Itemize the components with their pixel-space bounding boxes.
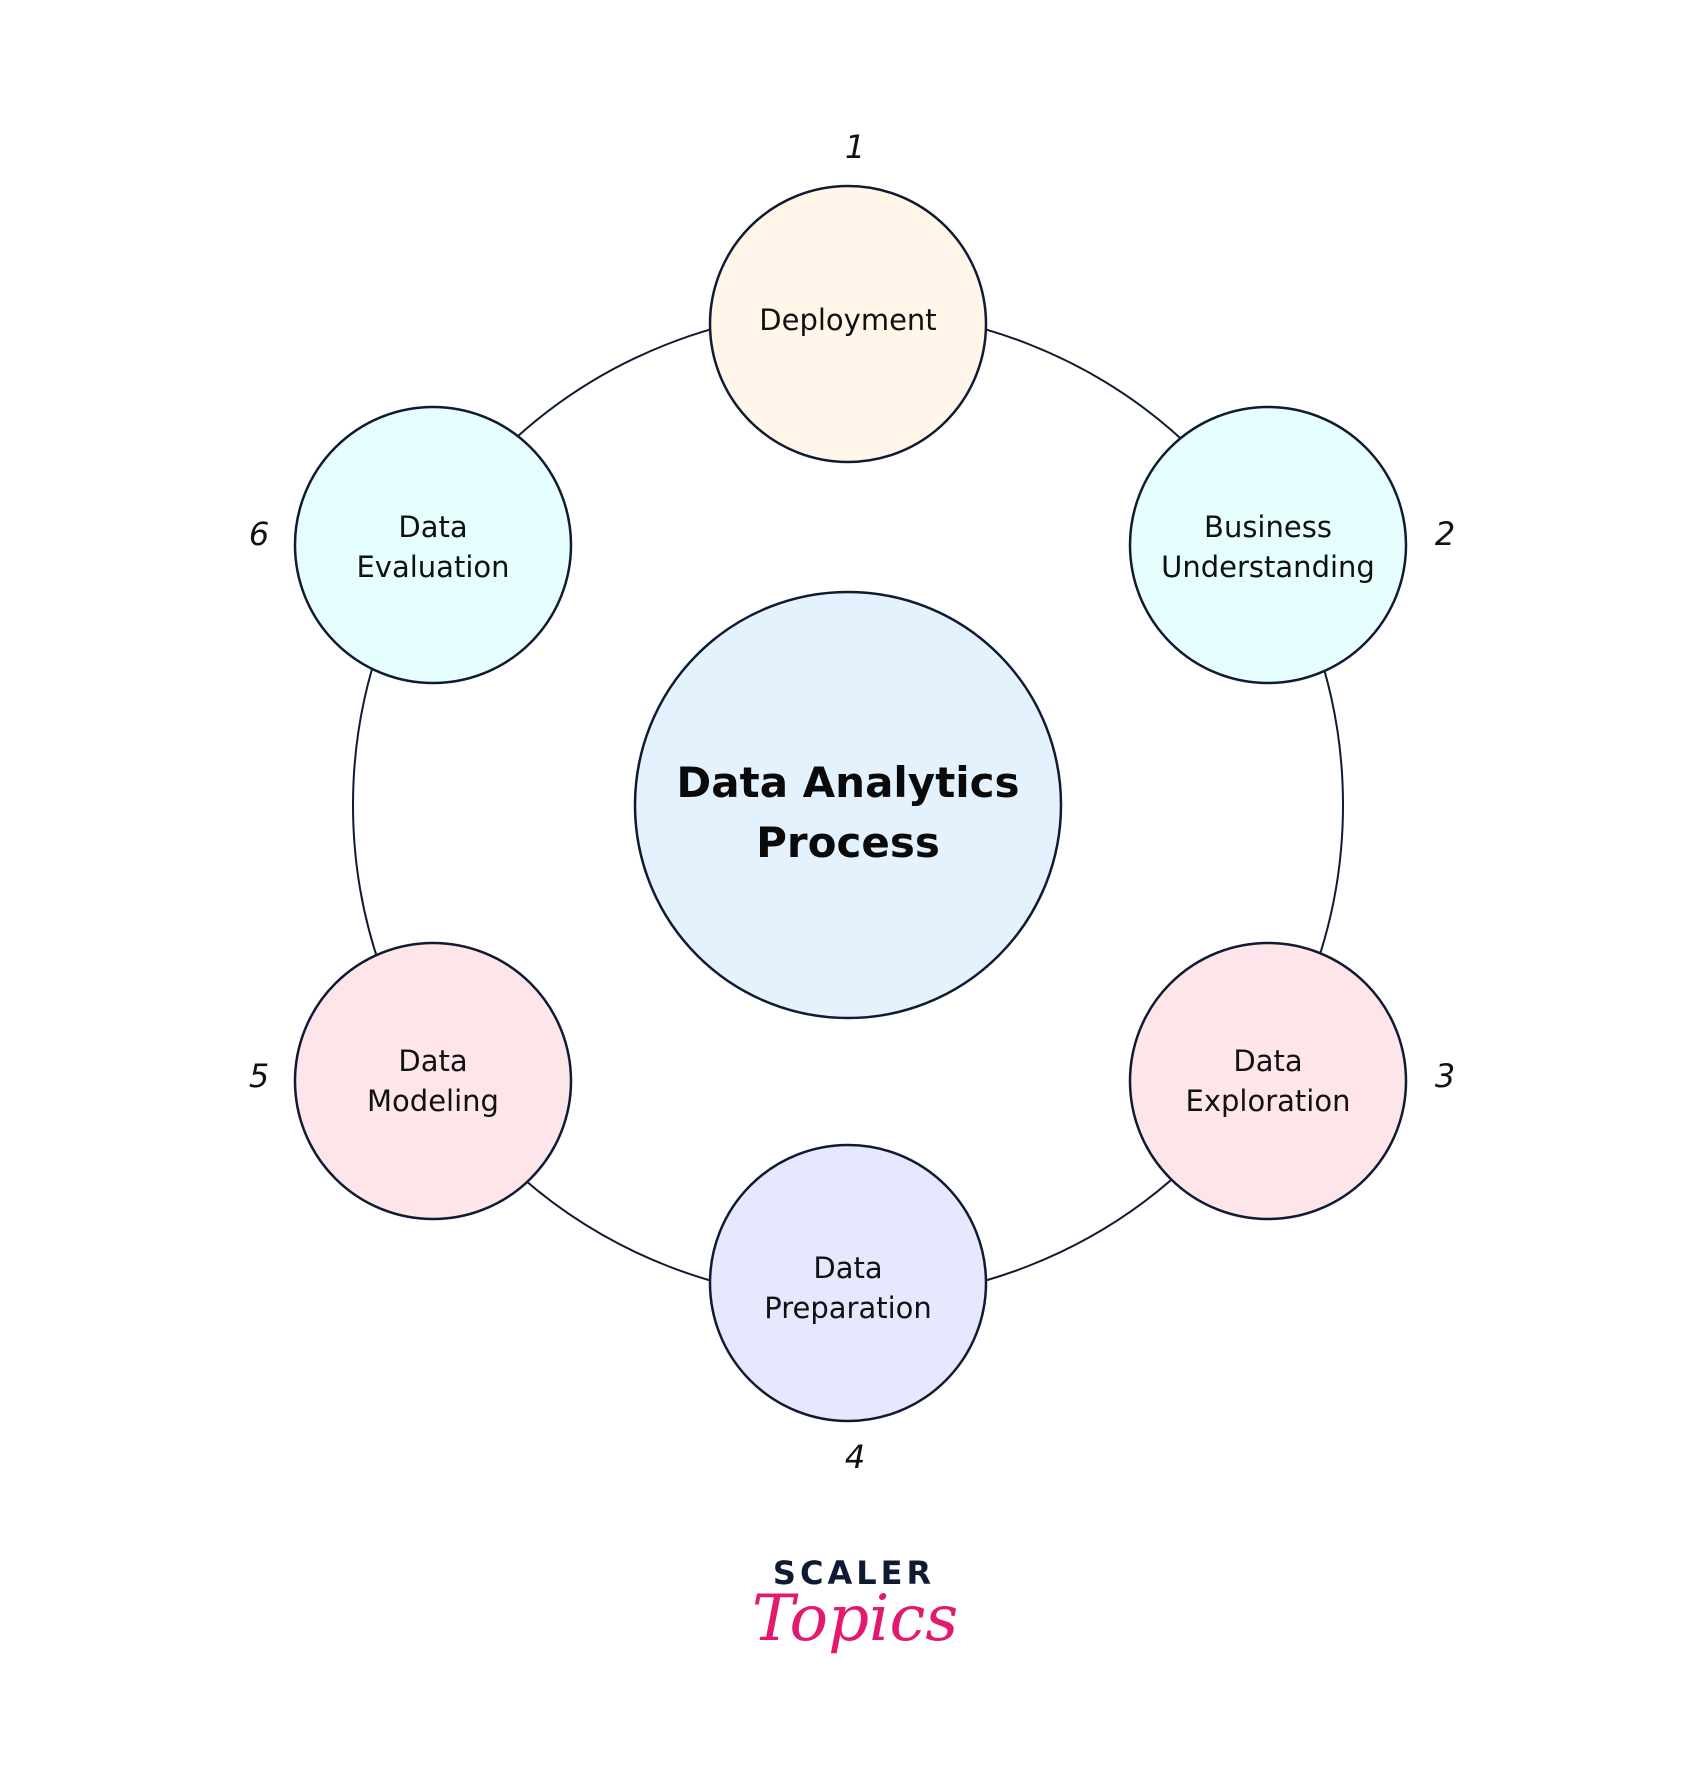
scaler-topics-logo: SCALER Topics <box>752 1554 958 1656</box>
step-label-line1: Business <box>1204 510 1332 544</box>
step-2-business-understanding: Business Understanding 2 <box>1128 405 1455 685</box>
step-6-data-evaluation: Data Evaluation 6 <box>249 405 573 685</box>
step-number: 5 <box>249 1057 269 1095</box>
step-label: Deployment <box>759 303 936 337</box>
step-1-deployment: Deployment 1 <box>708 128 988 464</box>
step-number: 6 <box>249 515 269 553</box>
center-node: Data Analytics Process <box>633 590 1063 1020</box>
step-label-line1: Data <box>398 1044 467 1078</box>
step-number: 3 <box>1435 1057 1455 1095</box>
step-number: 1 <box>845 128 865 166</box>
step-4-data-preparation: Data Preparation 4 <box>708 1143 988 1476</box>
step-label-line2: Preparation <box>764 1291 932 1325</box>
step-number: 2 <box>1435 515 1455 553</box>
step-5-data-modeling: Data Modeling 5 <box>249 941 573 1221</box>
center-title-line1: Data Analytics <box>676 758 1019 807</box>
step-label-line2: Evaluation <box>356 550 509 584</box>
step-label-line2: Modeling <box>367 1084 499 1118</box>
step-number: 4 <box>845 1438 865 1476</box>
step-label-line1: Data <box>398 510 467 544</box>
step-3-data-exploration: Data Exploration 3 <box>1128 941 1455 1221</box>
logo-brand: SCALER <box>773 1554 935 1592</box>
center-title-line2: Process <box>756 818 940 867</box>
step-label-line1: Data <box>813 1251 882 1285</box>
step-label-line1: Data <box>1233 1044 1302 1078</box>
step-label-line2: Understanding <box>1161 550 1375 584</box>
step-label-line2: Exploration <box>1186 1084 1351 1118</box>
logo-sub: Topics <box>752 1582 958 1656</box>
